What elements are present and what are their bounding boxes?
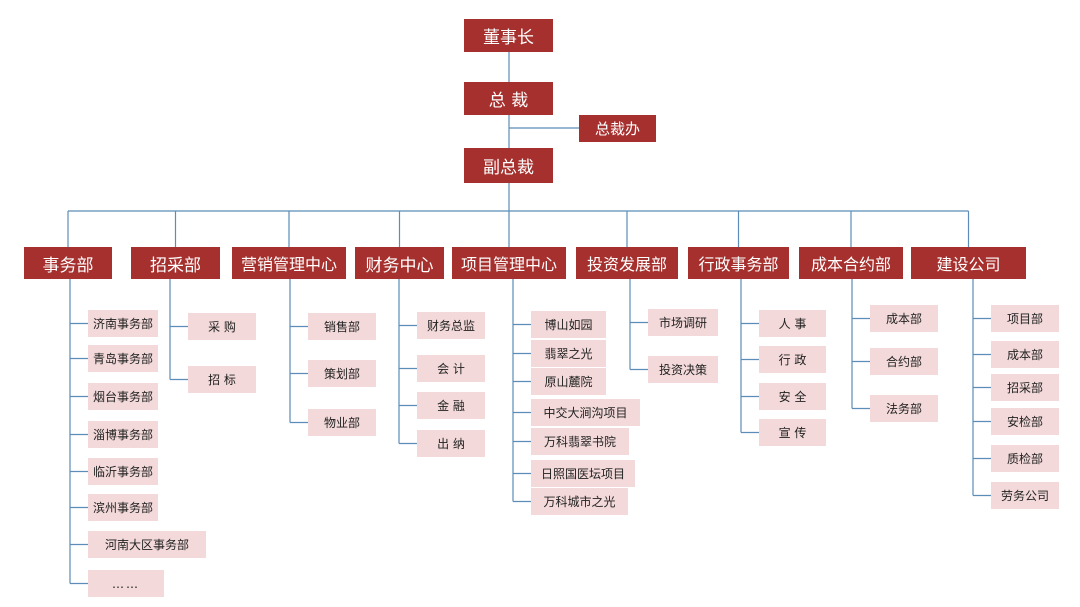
sub-unit-box: 原山麓院 xyxy=(531,368,606,395)
sub-unit-box: 万科城市之光 xyxy=(531,488,628,515)
sub-unit-box: 市场调研 xyxy=(648,309,718,336)
vice-president-box: 副总裁 xyxy=(464,148,553,183)
sub-unit-box: 法务部 xyxy=(870,395,938,422)
sub-unit-box: 投资决策 xyxy=(648,356,718,383)
sub-unit-box: 日照国医坛项目 xyxy=(531,460,635,487)
department-box: 建设公司 xyxy=(911,247,1026,279)
sub-unit-box: …… xyxy=(88,570,164,597)
chairman-box: 董事长 xyxy=(464,19,553,52)
sub-unit-box: 金 融 xyxy=(417,392,485,419)
department-box: 成本合约部 xyxy=(799,247,903,279)
department-box: 行政事务部 xyxy=(688,247,789,279)
sub-unit-box: 招 标 xyxy=(188,366,256,393)
department-box: 项目管理中心 xyxy=(452,247,566,279)
sub-unit-box: 博山如园 xyxy=(531,311,606,338)
sub-unit-box: 会 计 xyxy=(417,355,485,382)
sub-unit-box: 淄博事务部 xyxy=(88,421,158,448)
sub-unit-box: 采 购 xyxy=(188,313,256,340)
president-office-box: 总裁办 xyxy=(579,115,656,142)
sub-unit-box: 万科翡翠书院 xyxy=(531,428,629,455)
sub-unit-box: 安检部 xyxy=(991,408,1059,435)
sub-unit-box: 行 政 xyxy=(759,346,826,373)
sub-unit-box: 物业部 xyxy=(308,409,376,436)
sub-unit-box: 成本部 xyxy=(870,305,938,332)
sub-unit-box: 滨州事务部 xyxy=(88,494,158,521)
sub-unit-box: 安 全 xyxy=(759,383,826,410)
sub-unit-box: 财务总监 xyxy=(417,312,485,339)
department-box: 营销管理中心 xyxy=(232,247,346,279)
sub-unit-box: 成本部 xyxy=(991,341,1059,368)
sub-unit-box: 劳务公司 xyxy=(991,482,1059,509)
sub-unit-box: 青岛事务部 xyxy=(88,345,158,372)
sub-unit-box: 项目部 xyxy=(991,305,1059,332)
department-box: 招采部 xyxy=(131,247,220,279)
sub-unit-box: 中交大涧沟项目 xyxy=(531,399,640,426)
sub-unit-box: 出 纳 xyxy=(417,430,485,457)
sub-unit-box: 销售部 xyxy=(308,313,376,340)
department-box: 投资发展部 xyxy=(576,247,678,279)
sub-unit-box: 招采部 xyxy=(991,374,1059,401)
sub-unit-box: 合约部 xyxy=(870,348,938,375)
department-box: 事务部 xyxy=(24,247,112,279)
sub-unit-box: 济南事务部 xyxy=(88,310,158,337)
sub-unit-box: 翡翠之光 xyxy=(531,340,606,367)
sub-unit-box: 临沂事务部 xyxy=(88,458,158,485)
sub-unit-box: 河南大区事务部 xyxy=(88,531,206,558)
sub-unit-box: 策划部 xyxy=(308,360,376,387)
sub-unit-box: 质检部 xyxy=(991,445,1059,472)
president-box: 总 裁 xyxy=(464,82,553,115)
department-box: 财务中心 xyxy=(355,247,444,279)
sub-unit-box: 烟台事务部 xyxy=(88,383,158,410)
sub-unit-box: 宣 传 xyxy=(759,419,826,446)
sub-unit-box: 人 事 xyxy=(759,310,826,337)
